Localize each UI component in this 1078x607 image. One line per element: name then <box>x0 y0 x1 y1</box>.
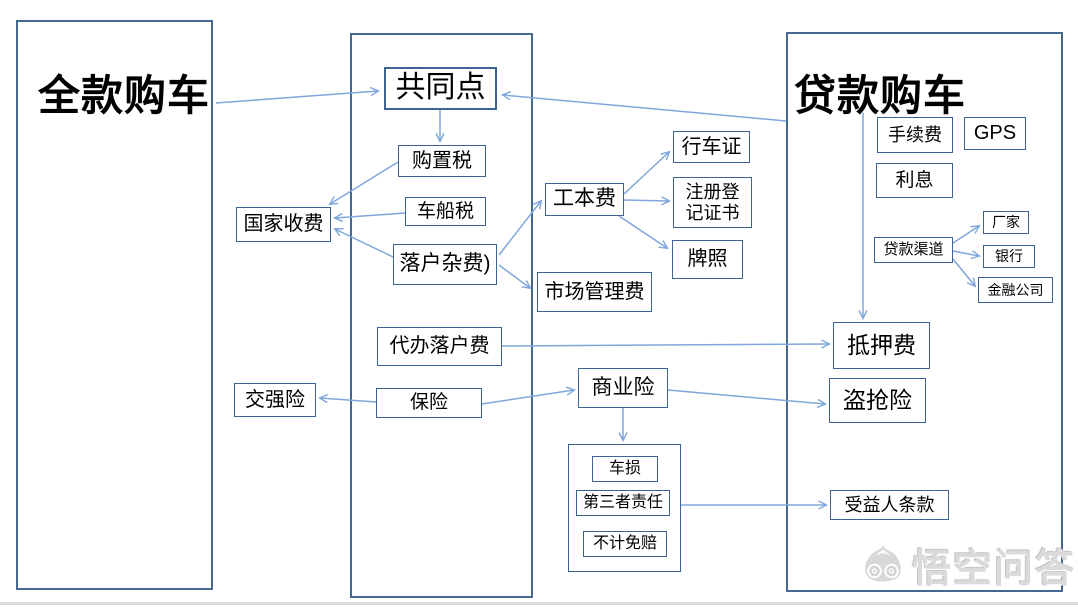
arrow-vehicle-vessel-tax-to-state-fees <box>335 212 406 218</box>
full-payment-title: 全款购车 <box>38 72 211 119</box>
node-interest: 利息 <box>876 163 953 198</box>
node-common-points: 共同点 <box>384 67 497 110</box>
node-manufacturer: 厂家 <box>983 211 1029 234</box>
arrow-full-payment-to-common-points <box>215 91 378 104</box>
node-service-fee: 手续费 <box>877 117 953 153</box>
node-registration-certificate: 注册登 记证书 <box>673 177 752 228</box>
node-mortgage-fee: 抵押费 <box>833 322 930 369</box>
node-insurance: 保险 <box>376 388 482 418</box>
common-points-panel <box>350 33 533 598</box>
arrow-loan-channels-to-finance-company <box>952 258 975 286</box>
node-state-fees: 国家收费 <box>236 207 331 242</box>
node-purchase-tax: 购置税 <box>398 145 486 177</box>
node-license-plate: 牌照 <box>672 240 743 279</box>
arrow-insurance-to-compulsory-insurance <box>320 398 377 402</box>
arrow-document-fee-to-driving-permit <box>623 152 669 195</box>
node-gps: GPS <box>964 117 1026 150</box>
node-agency-registration-fee: 代办落户费 <box>377 327 502 366</box>
full-payment-panel <box>16 20 213 590</box>
node-third-party-liability: 第三者责任 <box>576 490 670 516</box>
node-finance-company: 金融公司 <box>978 277 1053 303</box>
arrow-document-fee-to-license-plate <box>618 215 667 248</box>
arrow-insurance-to-commercial-insurance <box>481 390 574 405</box>
arrow-registration-misc-fee-to-document-fee <box>498 201 541 256</box>
node-theft-insurance: 盗抢险 <box>829 378 926 423</box>
node-driving-permit: 行车证 <box>673 131 750 163</box>
arrow-agency-registration-fee-to-mortgage-fee <box>501 344 829 346</box>
arrow-document-fee-to-registration-certificate <box>623 200 669 201</box>
node-compulsory-insurance: 交强险 <box>234 383 316 417</box>
node-commercial-insurance: 商业险 <box>578 368 668 408</box>
wukong-monkey-logo-icon <box>860 544 906 588</box>
watermark-text: 悟空问答 <box>912 548 1077 591</box>
arrow-commercial-insurance-to-theft-insurance <box>667 389 825 404</box>
node-registration-misc-fee: 落户杂费) <box>393 244 497 285</box>
node-beneficiary-clause: 受益人条款 <box>830 490 949 520</box>
node-loan-channels: 贷款渠道 <box>874 237 953 263</box>
node-no-deductible: 不计免赔 <box>583 531 667 557</box>
arrow-registration-misc-fee-to-market-management-fee <box>498 264 530 288</box>
arrow-loan-channels-to-manufacturer <box>952 226 979 244</box>
arrow-loan-channels-to-bank <box>952 251 979 256</box>
loan-title: 贷款购车 <box>794 72 967 119</box>
node-vehicle-damage: 车损 <box>592 456 658 482</box>
arrow-purchase-tax-to-state-fees <box>330 161 399 204</box>
arrow-registration-misc-fee-to-state-fees <box>335 229 394 258</box>
node-bank: 银行 <box>983 245 1035 268</box>
bottom-divider-line <box>0 602 1078 605</box>
node-document-fee: 工本费 <box>545 183 624 216</box>
watermark: 悟空问答 <box>860 538 1076 594</box>
loan-panel <box>786 32 1063 592</box>
node-vehicle-vessel-tax: 车船税 <box>405 197 486 226</box>
arrow-loan-to-common-points <box>503 95 787 122</box>
node-market-management-fee: 市场管理费 <box>537 272 652 312</box>
